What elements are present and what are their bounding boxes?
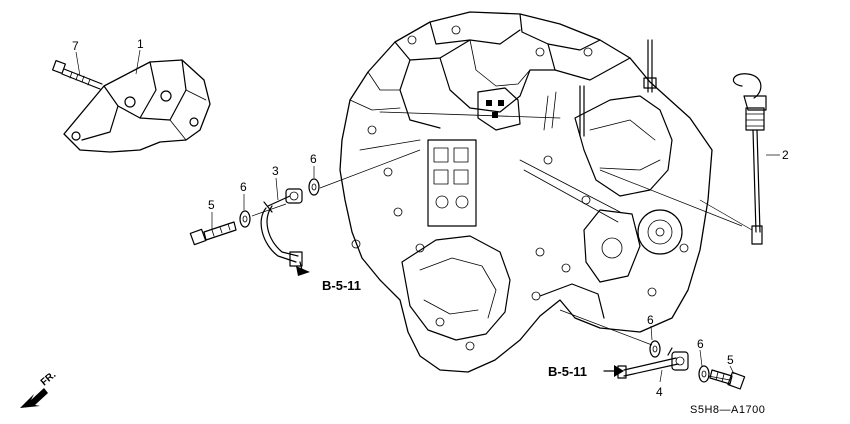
front-label: FR. <box>39 369 59 388</box>
banjo-bolt-5b <box>709 369 746 390</box>
callout-1: 1 <box>137 37 144 51</box>
dipstick-2 <box>732 73 767 245</box>
washer-6b <box>239 210 251 228</box>
front-direction-arrow: FR. <box>20 369 58 408</box>
callout-6b: 6 <box>240 180 247 194</box>
washer-6c <box>649 340 661 358</box>
section-reference-left[interactable]: B-5-11 <box>322 278 361 293</box>
callout-7: 7 <box>72 39 79 53</box>
washer-6a <box>308 178 320 196</box>
callout-3: 3 <box>272 164 279 178</box>
callout-6d: 6 <box>697 337 704 351</box>
diagram-code: S5H8—A1700 <box>690 404 765 416</box>
washer-6d <box>698 365 710 383</box>
oil-pipe-4 <box>617 347 689 379</box>
callout-6c: 6 <box>647 313 654 327</box>
callout-2: 2 <box>782 148 789 162</box>
transmission-housing <box>339 11 713 373</box>
oil-pipe-3 <box>260 188 303 267</box>
callout-5b: 5 <box>727 353 734 367</box>
mount-bracket <box>63 59 211 153</box>
section-reference-bottom[interactable]: B-5-11 <box>548 364 587 379</box>
callout-5a: 5 <box>208 198 215 212</box>
banjo-bolt-5a <box>189 221 237 246</box>
ref-arrow-left <box>296 261 310 276</box>
callout-6a: 6 <box>310 152 317 166</box>
callout-4: 4 <box>656 385 663 399</box>
leader-lines <box>75 49 780 383</box>
bolt-7 <box>51 59 103 90</box>
ref-arrow-bottom <box>603 365 624 377</box>
